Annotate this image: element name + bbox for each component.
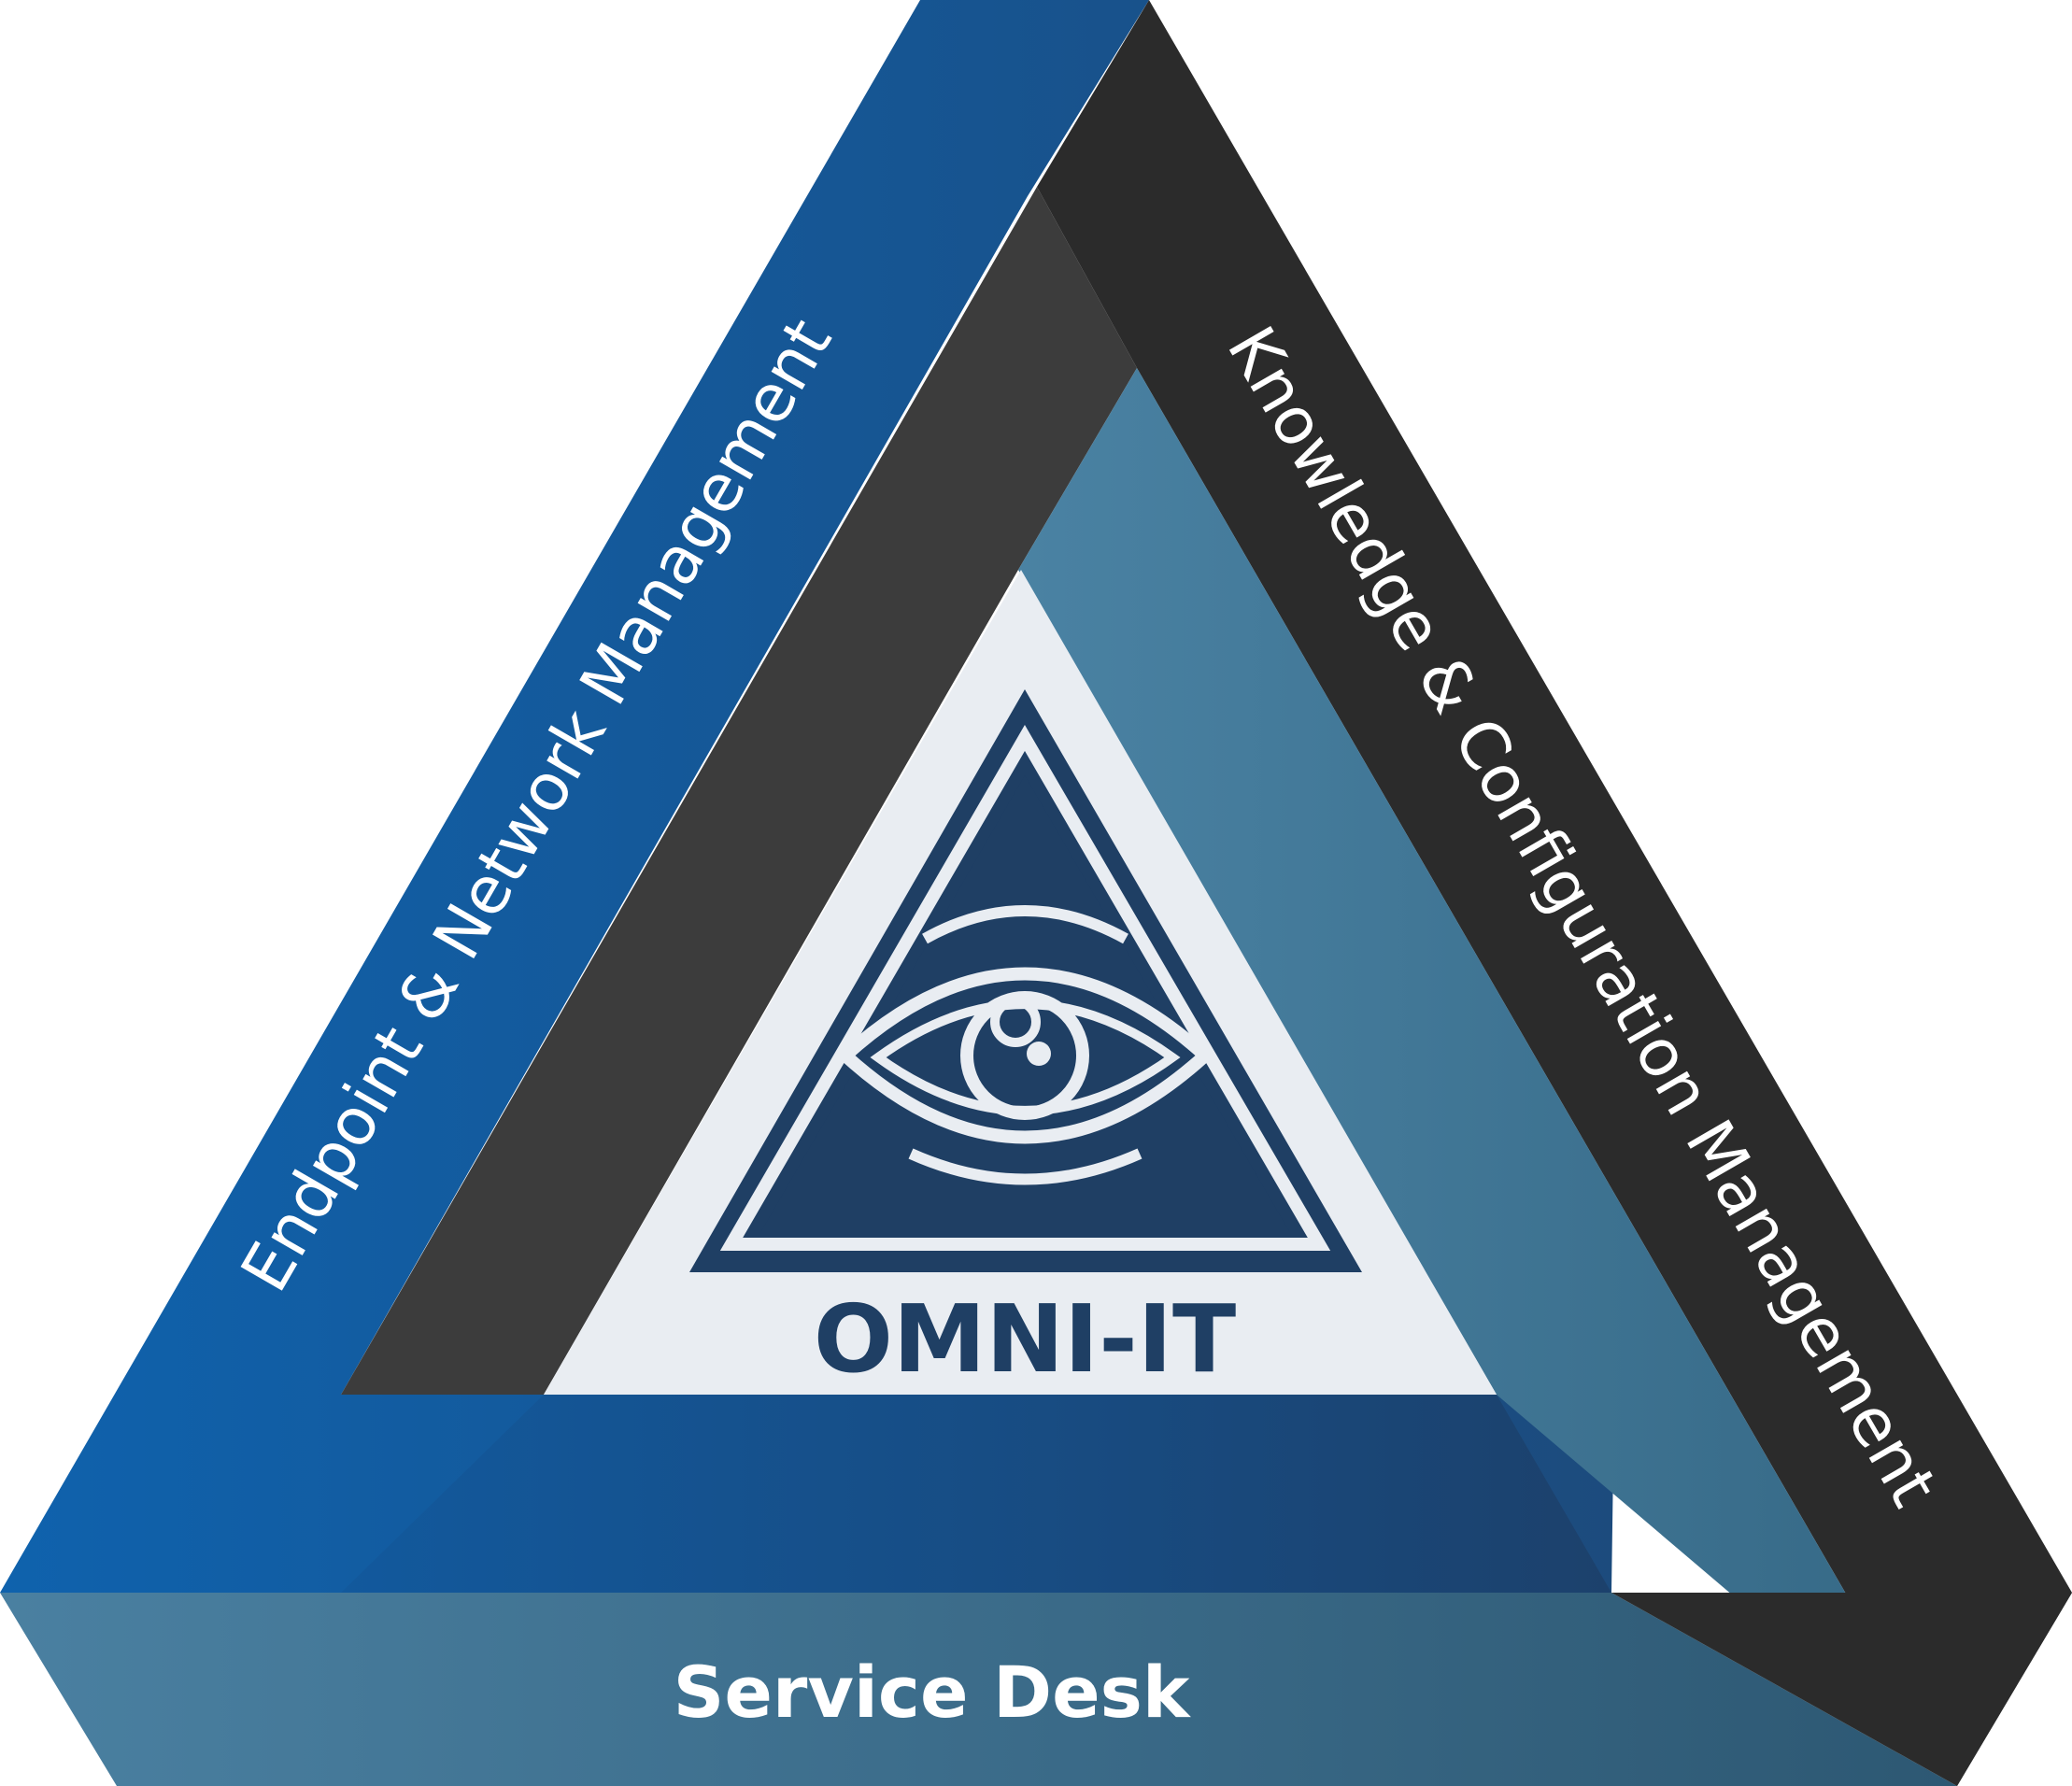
blue-shelf	[341, 1395, 1611, 1593]
inner-dark-strip	[341, 187, 1137, 1395]
bottom-band-label: Service Desk	[674, 1651, 1191, 1734]
teal-panel	[1018, 368, 1957, 1786]
left-band	[0, 0, 1614, 1593]
all-seeing-eye-icon	[689, 689, 1362, 1272]
center-label: OMNI-IT	[814, 1284, 1236, 1394]
right-band	[1037, 0, 2072, 1786]
bottom-band-corner	[1611, 1593, 2072, 1786]
bottom-band	[0, 1593, 1957, 1786]
